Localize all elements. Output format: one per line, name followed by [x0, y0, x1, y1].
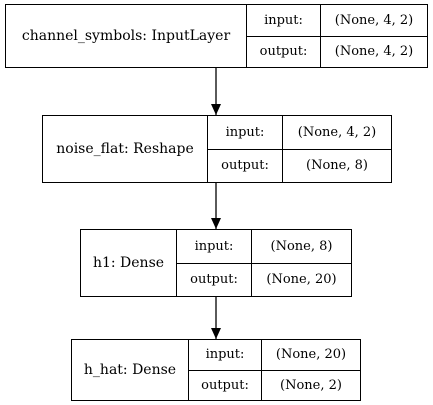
output-shape: (None, 20)	[266, 272, 337, 288]
input-shape: (None, 8)	[270, 238, 333, 254]
layer-name: h1: Dense	[81, 230, 177, 296]
output-row: output: (None, 2)	[189, 369, 360, 400]
output-shape: (None, 8)	[306, 158, 368, 174]
output-label: output:	[208, 149, 283, 182]
input-shape: (None, 4, 2)	[334, 12, 414, 28]
layer-name: h_hat: Dense	[72, 340, 189, 400]
input-shape: (None, 20)	[275, 347, 347, 363]
input-label: input:	[247, 5, 321, 36]
layer-name: noise_flat: Reshape	[43, 116, 208, 182]
layer-name: channel_symbols: InputLayer	[6, 5, 247, 67]
layer-node-h-hat: h_hat: Dense input: (None, 20) output: (…	[71, 339, 361, 401]
input-row: input: (None, 4, 2)	[247, 5, 427, 36]
output-shape: (None, 4, 2)	[334, 44, 414, 60]
layer-ports: input: (None, 20) output: (None, 2)	[189, 340, 360, 400]
input-label: input:	[189, 340, 262, 370]
layer-ports: input: (None, 4, 2) output: (None, 4, 2)	[247, 5, 427, 67]
output-label: output:	[247, 36, 321, 67]
output-label: output:	[177, 263, 252, 296]
arrowhead-icon	[211, 328, 221, 339]
input-shape: (None, 4, 2)	[297, 124, 377, 140]
layer-ports: input: (None, 8) output: (None, 20)	[177, 230, 351, 296]
input-row: input: (None, 20)	[189, 340, 360, 370]
layer-node-channel-symbols: channel_symbols: InputLayer input: (None…	[5, 4, 428, 68]
input-row: input: (None, 4, 2)	[208, 116, 391, 149]
layer-ports: input: (None, 4, 2) output: (None, 8)	[208, 116, 391, 182]
input-label: input:	[208, 116, 283, 149]
output-row: output: (None, 20)	[177, 262, 351, 296]
input-label: input:	[177, 230, 252, 263]
output-shape: (None, 2)	[280, 377, 342, 393]
output-label: output:	[189, 370, 262, 400]
layer-node-noise-flat: noise_flat: Reshape input: (None, 4, 2) …	[42, 115, 392, 183]
layer-node-h1: h1: Dense input: (None, 8) output: (None…	[80, 229, 352, 297]
arrowhead-icon	[211, 218, 221, 229]
input-row: input: (None, 8)	[177, 230, 351, 263]
arrowhead-icon	[211, 104, 221, 115]
output-row: output: (None, 4, 2)	[247, 35, 427, 67]
output-row: output: (None, 8)	[208, 148, 391, 182]
